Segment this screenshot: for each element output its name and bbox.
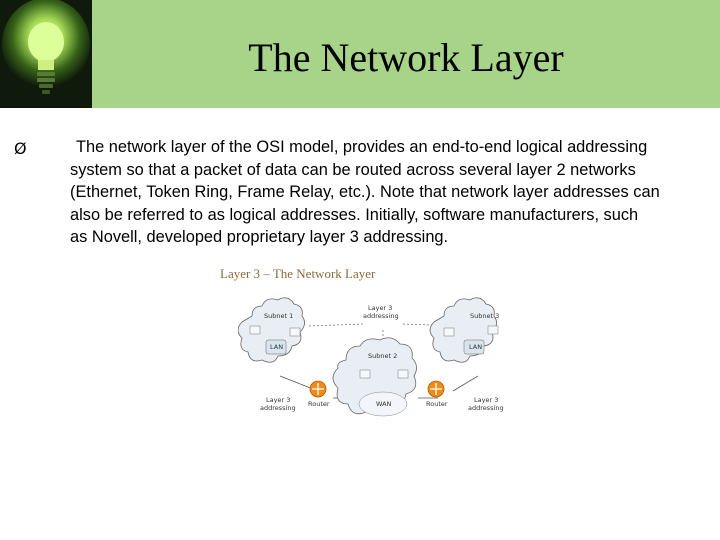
label-subnet-3: Subnet 3 <box>470 312 499 320</box>
label-lan-left: LAN <box>270 343 283 351</box>
cloud-subnet-2: Subnet 2 WAN <box>332 337 417 417</box>
label-wan: WAN <box>376 400 392 408</box>
cloud-subnet-3: Subnet 3 LAN <box>429 297 499 363</box>
header-band <box>0 0 720 108</box>
network-layer-figure: Layer 3 – The Network Layer Subnet 1 LAN… <box>220 266 516 442</box>
label-top-line-2: addressing <box>363 312 399 320</box>
router-icon: Router <box>426 380 448 408</box>
label-router-right: Router <box>426 400 448 408</box>
light-bulb-icon <box>0 0 92 108</box>
router-icon: Router <box>308 380 330 408</box>
label-subnet-1: Subnet 1 <box>264 312 293 320</box>
label-router-left: Router <box>308 400 330 408</box>
label-top-addressing: Layer 3 addressing <box>363 304 399 320</box>
label-lan-right: LAN <box>469 343 482 351</box>
slide-title: The Network Layer <box>248 35 564 80</box>
figure-caption: Layer 3 – The Network Layer <box>220 266 376 281</box>
network-diagram: Subnet 1 LAN Layer 3 addressing Subnet 2… <box>238 297 504 417</box>
bullet-marker: Ø <box>14 139 27 158</box>
label-top-line-1: Layer 3 <box>368 304 392 312</box>
label-right-line-1: Layer 3 <box>474 396 498 404</box>
bullet-text: The network layer of the OSI model, prov… <box>70 138 660 247</box>
cloud-subnet-1: Subnet 1 LAN <box>238 297 305 363</box>
label-left-line-2: addressing <box>260 404 296 412</box>
label-right-line-2: addressing <box>468 404 504 412</box>
label-left-line-1: Layer 3 <box>266 396 290 404</box>
label-subnet-2: Subnet 2 <box>368 352 397 360</box>
